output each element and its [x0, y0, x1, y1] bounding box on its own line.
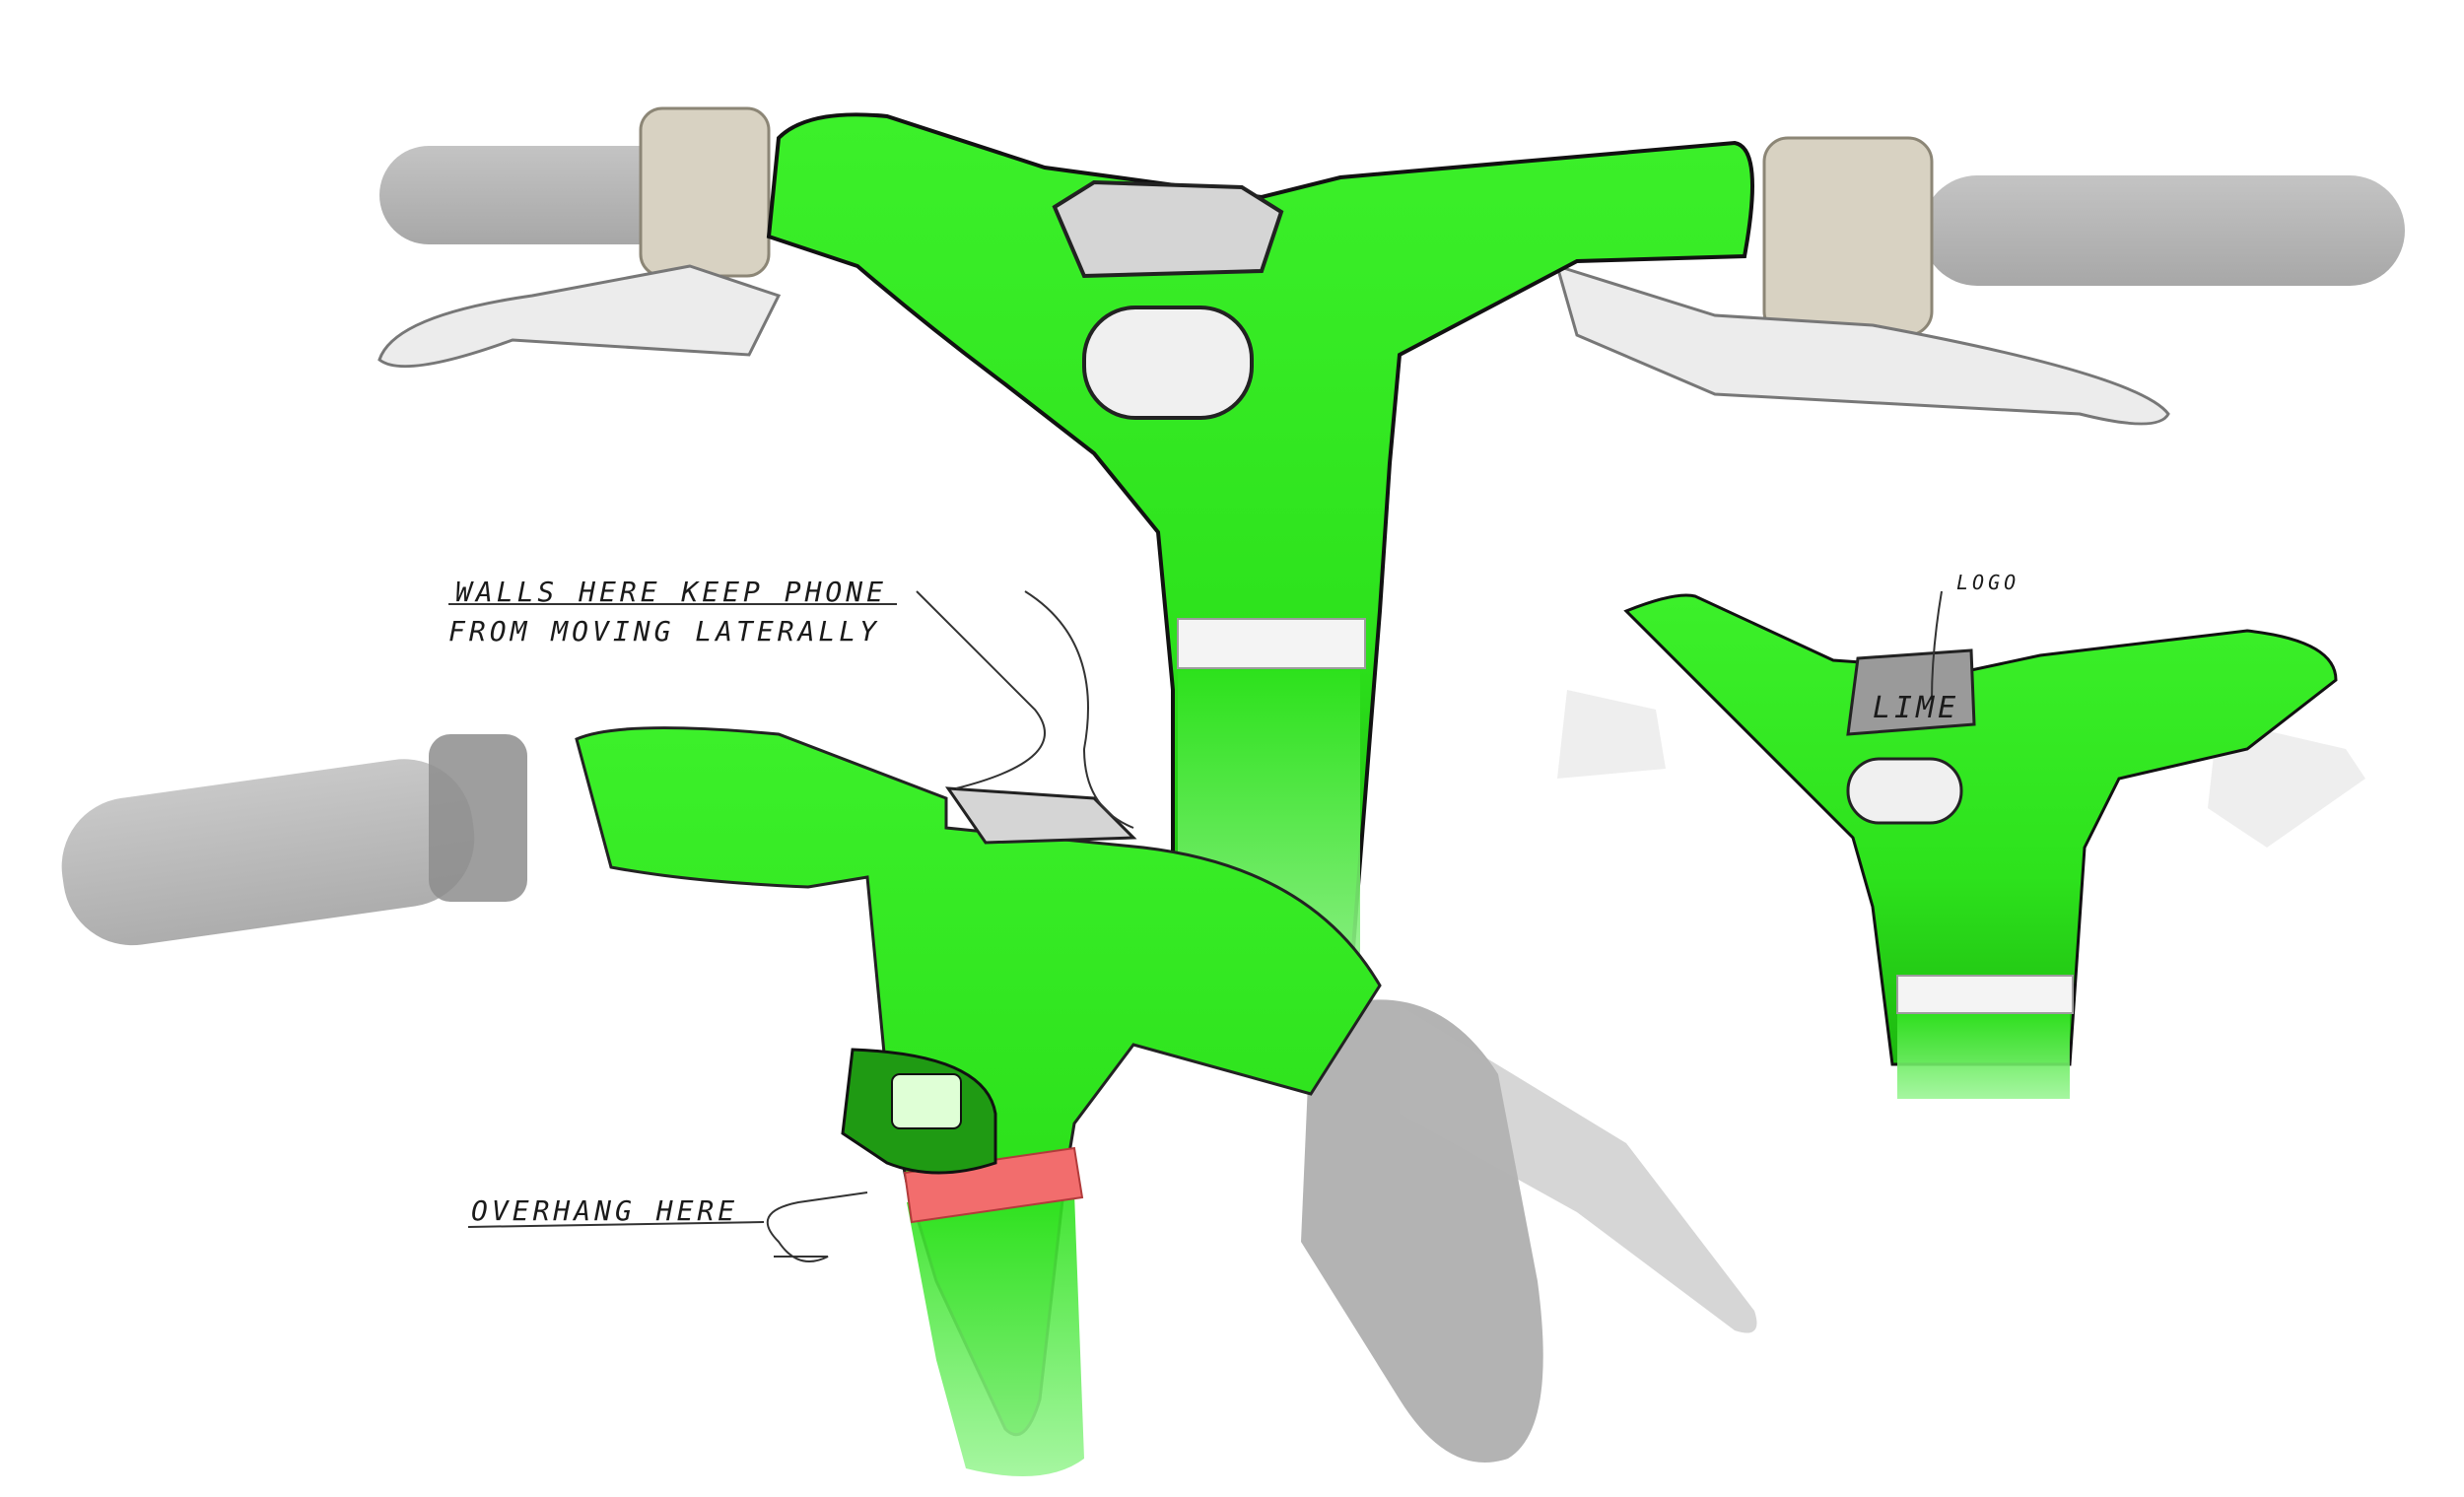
left-brake-lever-top [377, 264, 782, 369]
small-right-lever [2208, 719, 2365, 848]
small-display-window [1846, 757, 1963, 825]
walls-leader-left [916, 590, 1046, 789]
right-brake-lever-top [1554, 263, 2170, 426]
small-stem-lower [1897, 1010, 2070, 1099]
left-grip-ring-angled [429, 734, 527, 902]
logo-note: LOGO [1956, 571, 2019, 594]
walls-leader-right [1024, 590, 1134, 829]
walls-note-line1: WALLS HERE KEEP PHONE [455, 576, 887, 608]
angled-stem-lower [907, 1192, 1084, 1476]
leader-lines [448, 590, 1943, 1262]
left-grip-angled [61, 759, 475, 946]
logo-plate-text: LIME [1873, 691, 1959, 725]
angled-phone-mount [944, 786, 1137, 845]
small-green-frame [1623, 593, 2338, 1066]
logo-leader [1931, 590, 1943, 701]
top-green-frame [766, 112, 1754, 987]
dashboard-screen [891, 1073, 962, 1129]
small-left-lever [1557, 690, 1666, 779]
left-throttle-ring [639, 106, 771, 278]
overhang-underline [467, 1221, 765, 1228]
small-stem-stripe [1896, 975, 2074, 1014]
angled-handlebar-view [61, 726, 1757, 1476]
right-lever-angled [1400, 1005, 1757, 1333]
top-phone-mount [1052, 179, 1284, 279]
right-grip-top [1922, 175, 2405, 286]
overhang-leader [766, 1191, 868, 1262]
right-throttle-ring [1762, 136, 1934, 337]
small-handlebar-view [1557, 593, 2365, 1099]
top-handlebar-view [377, 106, 2405, 995]
top-display-window [1082, 306, 1254, 420]
walls-note-line2: FROM MOVING LATERALLY [448, 615, 880, 647]
top-stem-stripe [1177, 618, 1366, 669]
left-grip-top [379, 146, 695, 244]
overhang-note: OVERHANG HERE [471, 1194, 738, 1227]
